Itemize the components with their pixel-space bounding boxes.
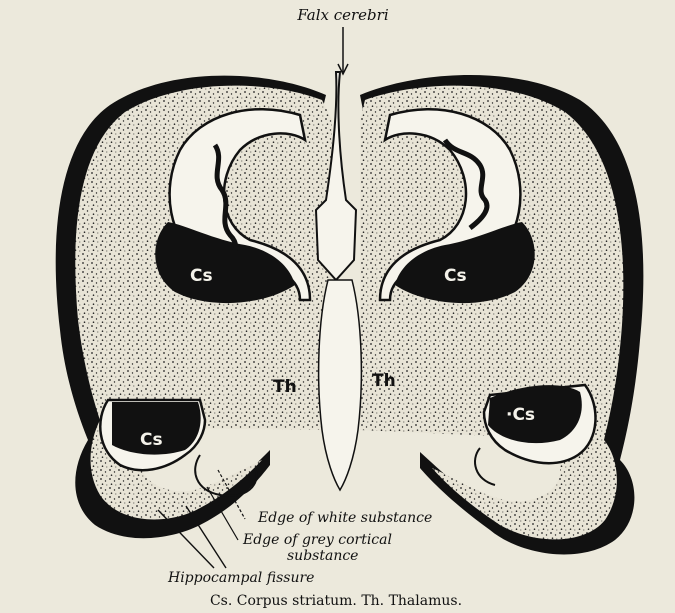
falx-cerebri-label: Falx cerebri — [296, 6, 388, 24]
thalamus-left-label: Th — [273, 377, 297, 397]
cs-lower-left-label: Cs — [140, 430, 163, 450]
edge-grey-label-line1: Edge of grey cortical — [242, 532, 392, 548]
thalamus-right-label: Th — [372, 371, 396, 391]
cs-lower-right-label: ·Cs — [506, 405, 535, 425]
third-ventricle — [319, 280, 362, 490]
edge-white-label: Edge of white substance — [257, 510, 432, 526]
cs-upper-right-label: Cs — [444, 266, 467, 286]
figure-caption: Cs. Corpus striatum. Th. Thalamus. — [210, 593, 462, 609]
edge-grey-label-line2: substance — [287, 548, 358, 564]
right-hippocampal-curl — [475, 448, 495, 485]
hippocampal-label: Hippocampal fissure — [167, 570, 314, 586]
cs-upper-left-label: Cs — [190, 266, 213, 286]
